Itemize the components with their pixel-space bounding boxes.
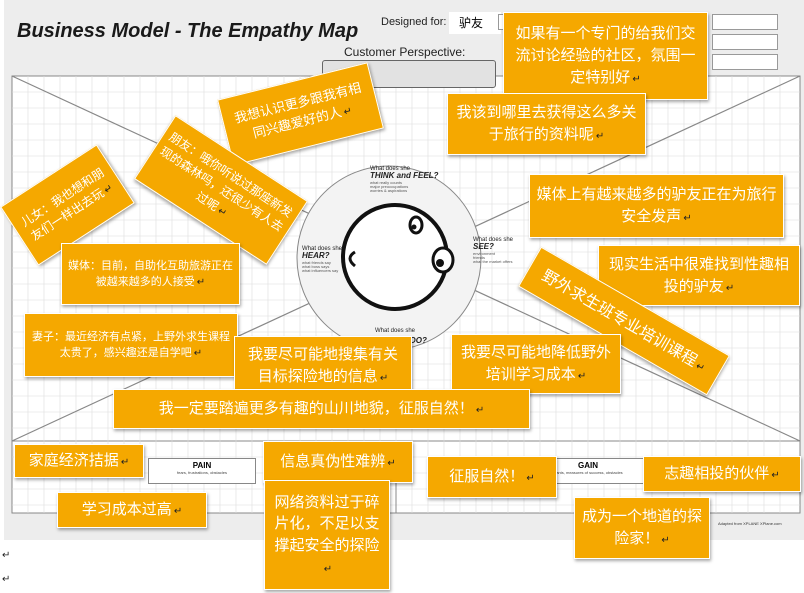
sticky-note[interactable]: 妻子：最近经济有点紧，上野外求生课程太贵了，感兴趣还是自学吧↵: [24, 313, 238, 377]
sticky-note[interactable]: 现实生活中很难找到性趣相投的驴友↵: [598, 245, 800, 306]
designed-for-field[interactable]: 驴友: [449, 12, 501, 34]
hear-section: What does she HEAR? what friends say wha…: [302, 246, 343, 274]
field-box: [712, 34, 778, 50]
pain-label-box: PAIN fears, frustrations, obstacles: [148, 458, 256, 484]
face-icon: [341, 203, 455, 311]
sticky-note[interactable]: 信息真伪性难辨↵: [263, 441, 413, 483]
sticky-note[interactable]: 学习成本过高↵: [57, 492, 207, 528]
sticky-note[interactable]: 家庭经济拮据↵: [14, 444, 144, 478]
sticky-note[interactable]: 征服自然！↵: [427, 456, 557, 498]
sticky-note[interactable]: 我要尽可能地搜集有关目标探险地的信息↵: [234, 336, 412, 396]
paragraph-mark: ↵: [2, 574, 11, 585]
sticky-note[interactable]: 如果有一个专门的给我们交流讨论经验的社区，氛围一定特别好↵: [503, 12, 708, 100]
designed-for-label: Designed for:: [381, 16, 447, 28]
sticky-note[interactable]: 媒体上有越来越多的驴友正在为旅行安全发声↵: [529, 174, 784, 238]
customer-perspective-label: Customer Perspective:: [344, 45, 466, 59]
sticky-note[interactable]: 成为一个地道的探险家！↵: [574, 497, 710, 559]
page-title: Business Model - The Empathy Map: [17, 20, 359, 42]
adapted-note: Adapted from XPLANE XPlane.com: [718, 521, 782, 526]
paragraph-mark: ↵: [2, 550, 11, 561]
sticky-note[interactable]: 网络资料过于碎片化，不足以支撑起安全的探险↵: [264, 480, 390, 590]
sticky-note[interactable]: 志趣相投的伙伴↵: [643, 456, 801, 492]
sticky-note[interactable]: 我该到哪里去获得这么多关于旅行的资料呢↵: [447, 93, 646, 155]
field-box: [712, 54, 778, 70]
think-feel-section: What does she THINK and FEEL? what reall…: [370, 166, 439, 194]
sticky-note[interactable]: 我要尽可能地降低野外培训学习成本↵: [451, 334, 621, 394]
do-heading: DO?: [410, 336, 427, 345]
sticky-note[interactable]: 媒体：目前，自助化互助旅游正在被越来越多的人接受↵: [61, 243, 240, 305]
say-do-section: What does she: [375, 328, 416, 334]
sticky-note[interactable]: 我一定要踏遍更多有趣的山川地貌，征服自然！↵: [113, 389, 530, 429]
see-section: What does she SEE? environment friends w…: [473, 237, 514, 265]
field-box: [712, 14, 778, 30]
